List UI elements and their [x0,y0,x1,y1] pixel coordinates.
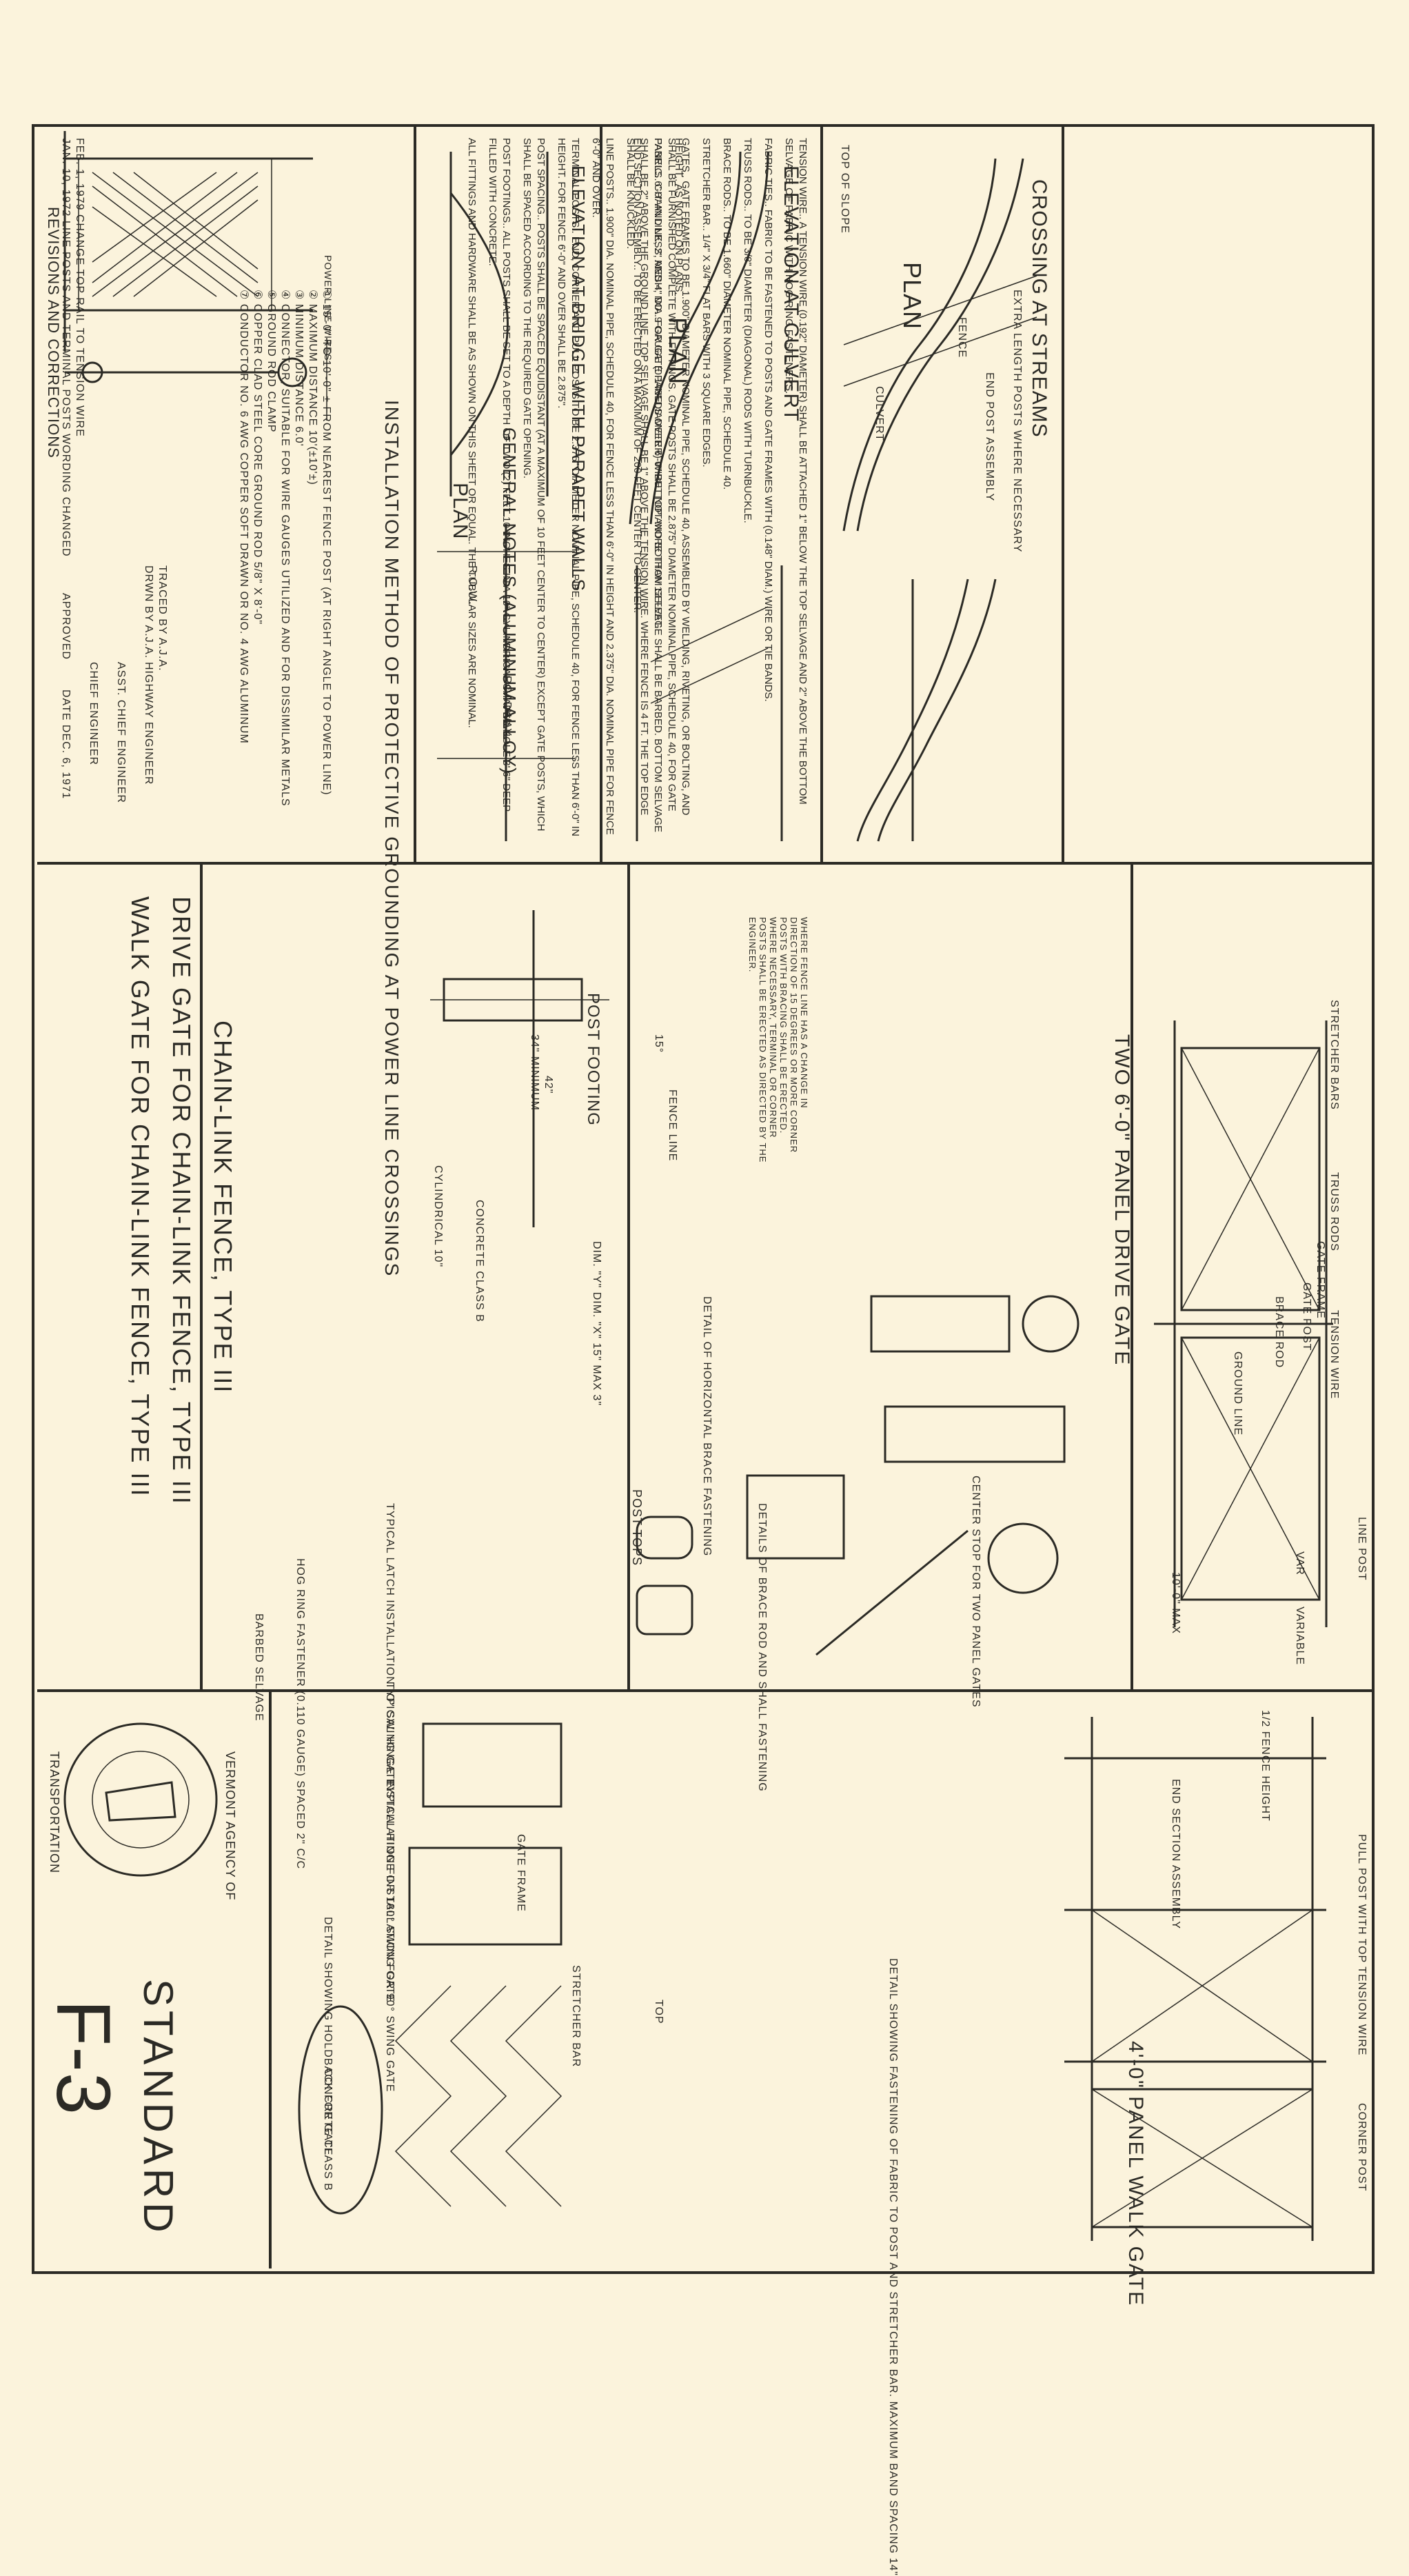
legend-item: ⑤ GROUND ROD CLAMP [265,290,277,433]
barbed-selvage-label: BARBED SELVAGE [253,1613,265,1722]
pull-post-label: PULL POST WITH TOP TENSION WIRE [1356,1834,1368,2056]
title-line-2: DRIVE GATE FOR CHAIN-LINK FENCE, TYPE II… [168,896,196,1505]
divider [820,124,823,865]
legend-item: ① 15'-0" TO 10'-0" ± FROM NEAREST FENCE … [321,290,332,796]
gate-post-label: GATE POST [1301,1282,1312,1351]
culvert-label: CULVERT [873,386,885,442]
band-detail-label: DETAIL SHOWING FASTENING OF FABRIC TO PO… [887,1958,899,2576]
variable-label: VARIABLE [1294,1607,1306,1666]
seal-top-text: VERMONT AGENCY OF [223,1751,237,1901]
seal-bottom-text: TRANSPORTATION [48,1751,61,1874]
fence-label: FENCE [956,317,968,359]
concrete-class-label: CONCRETE CLASS B [474,1200,485,1322]
traced-by-label: TRACED BY A.J.A. [156,565,168,672]
legend-item: ⑦ CONDUCTOR NO. 6 AWG COPPER SOFT DRAWN … [238,290,250,744]
revision-entry: FEB. 1, 1979 CHANGE TOP RAIL TO TENSION … [74,138,85,437]
min34-label: 34" MINIMUM [529,1034,540,1111]
approval-date: DATE Dec. 6, 1971 [60,690,72,799]
approved-label: APPROVED [60,593,72,660]
culvert-plan-label: PLAN [664,317,692,385]
plan-label: PLAN [898,262,926,330]
brace-rod-label: DETAILS OF BRACE ROD AND SHALL FASTENING [756,1503,768,1792]
brace-label: BRACE ROD [1273,1296,1285,1369]
line-post-label: LINE POST [1356,1517,1368,1581]
top-detail-label: TOP [653,2000,665,2024]
ground-line-label: GROUND LINE [1232,1351,1244,1436]
angle-label: 15° [653,1034,665,1054]
divider [37,862,1375,865]
hinge-drawings [298,1722,562,2215]
drive-gate-title: TWO 6'-0" PANEL DRIVE GATE [1111,1034,1133,1367]
crossing-plan [856,578,997,842]
divider [1062,124,1064,865]
title-line-3: WALK GATE FOR CHAIN-LINK FENCE, TYPE III [126,896,154,1498]
divider [414,124,416,865]
crossing-title: CROSSING AT STREAMS [1028,179,1051,438]
cylindrical-label: CYLINDRICAL 10" [432,1165,444,1268]
gate-frame-label: GATE FRAME [1315,1241,1326,1319]
corner-post-label: CORNER POST [1356,2103,1368,2192]
crossing-drawing [842,158,1037,532]
title-line-1: CHAIN-LINK FENCE, TYPE III [209,1020,237,1394]
legend-item: ② MAXIMUM DISTANCE 10'(±10'±) [307,290,318,485]
drawn-by-label: DRWN BY A.J.A. [143,565,154,659]
fence-line-label: FENCE LINE [667,1089,678,1162]
drive-gate-drawing [1154,1020,1333,1627]
vermont-seal [63,1722,218,1877]
tension-wire-label: TENSION WIRE [1328,1310,1340,1400]
end-section-label: END SECTION ASSEMBLY [1170,1779,1182,1929]
highway-engineer-label: HIGHWAY ENGINEER [143,662,154,785]
truss-label: TRUSS RODS [1328,1172,1340,1251]
legend-item: ④ CONNECTOR, SUITABLE FOR WIRE GAUGES UT… [279,290,291,807]
chief-engineer-label: CHIEF ENGINEER [88,662,99,766]
grounding-legend: ① 15'-0" TO 10'-0" ± FROM NEAREST FENCE … [237,290,334,841]
post-footing-title: POST FOOTING [584,993,602,1126]
revision-entry: JAN. 10, 1972 LINE POSTS AND TERMINAL PO… [60,138,72,557]
divider [200,865,203,1692]
divider [269,1692,272,2268]
standard-label: STANDARD [135,1979,181,2237]
roadway-label: ROADWAY [501,676,513,736]
center-stop-label: CENTER STOP FOR TWO PANEL GATES [970,1476,982,1708]
drawing-sheet: POWER LINE WIRES INSTALLATION METHOD OF … [32,124,1375,2576]
post-tops-drawing [636,1516,693,1636]
asst-engineer-label: ASST. CHIEF ENGINEER [115,662,127,803]
corner-note: WHERE FENCE LINE HAS A CHANGE IN DIRECTI… [747,917,809,1163]
grounding-title: INSTALLATION METHOD OF PROTECTIVE GROUND… [381,400,403,1278]
bridge-drawing [437,152,575,841]
brace-detail-label: DETAIL OF HORIZONTAL BRACE FASTENING [701,1296,713,1557]
max-spacing-label: 10'-0" MAX [1170,1572,1182,1634]
dims-label: DIM. "Y" DIM. "X" 15" MAX 3" [591,1241,602,1407]
end-post-label: END POST ASSEMBLY [984,372,995,502]
bridge-plan-label: PLAN [449,483,472,540]
grounding-drawing [63,131,327,421]
post-footing-drawing [430,910,609,1227]
hardware-details [746,1295,1079,1656]
extra-posts-label: EXTRA LENGTH POSTS WHERE NECESSARY [1011,290,1023,553]
culvert-drawing [629,151,783,841]
var-label: VAR [1294,1551,1306,1576]
legend-item: ③ MINIMUM DISTANCE 6.0' [293,290,305,447]
standard-number: F-3 [41,2000,125,2115]
stretcher-label: STRETCHER BARS [1328,1000,1340,1110]
culvert-title: ELEVATION AT CULVERT [780,165,802,422]
legend-item: ⑥ COPPER CLAD STEEL CORE GROUND ROD 5/8"… [252,290,263,625]
dim42-label: 42" [543,1076,554,1094]
walk-gate-title: 4'-0" PANEL WALK GATE [1124,2041,1147,2307]
fence-run-drawing [1064,1717,1326,2241]
top-of-slope-label: TOP OF SLOPE [839,145,851,234]
row-label: R.O.W. [467,565,478,605]
divider [37,1689,1375,1692]
half-height-label: 1/2 FENCE HEIGHT [1259,1710,1271,1822]
bridge-title: ELEVATION AT BRIDGE WITH PARAPET WALLS [568,165,589,592]
